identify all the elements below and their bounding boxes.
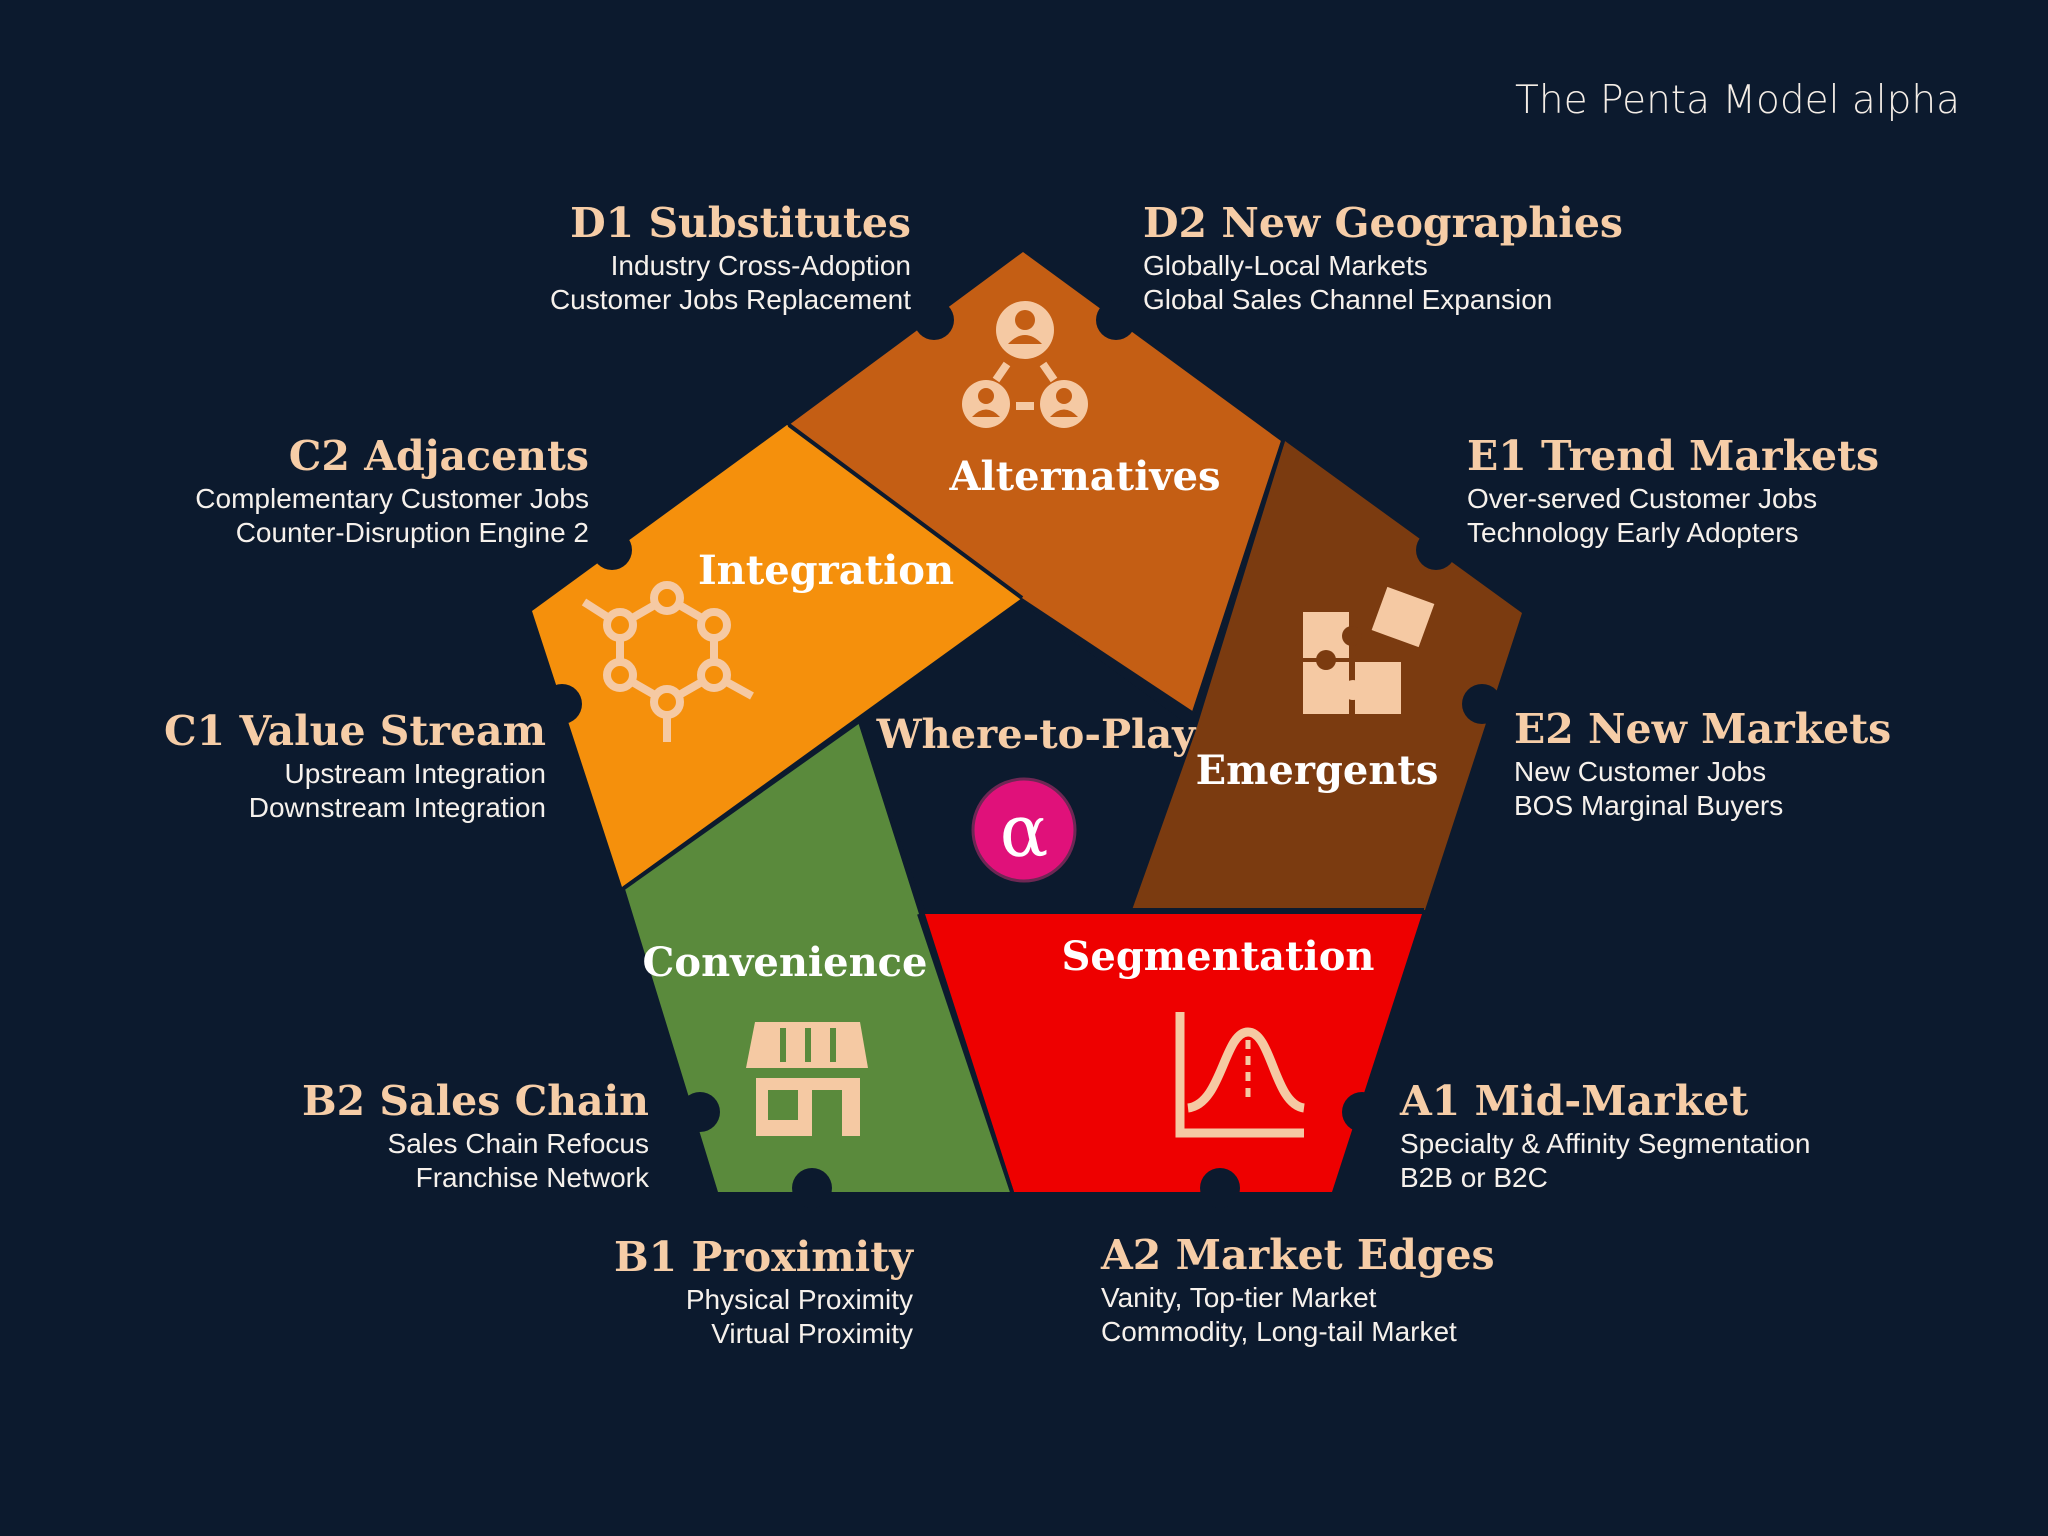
label-a1-heading: A1 Mid-Market [1400, 1077, 1749, 1125]
label-a2-line-2: Commodity, Long-tail Market [1101, 1316, 1457, 1347]
label-e1-line-2: Technology Early Adopters [1467, 517, 1799, 548]
label-a1-line-2: B2B or B2C [1400, 1162, 1548, 1193]
segment-convenience-shape [625, 722, 1010, 1192]
bell-curve-icon [1175, 1012, 1306, 1138]
label-b2: B2 Sales Chain Sales Chain Refocus Franc… [302, 1075, 649, 1195]
label-a2-heading: A2 Market Edges [1101, 1231, 1495, 1279]
label-b2-heading: B2 Sales Chain [301, 1077, 649, 1125]
label-a1: A1 Mid-Market Specialty & Affinity Segme… [1400, 1075, 1810, 1195]
people-network-icon [962, 301, 1088, 428]
label-c1-line-2: Downstream Integration [248, 792, 546, 823]
label-e1-heading: E1 Trend Markets [1467, 432, 1880, 480]
puzzle-icon [1303, 586, 1435, 714]
storefront-icon [746, 1022, 868, 1136]
segment-segmentation[interactable]: Segmentation [925, 914, 1422, 1192]
molecule-icon [581, 581, 754, 742]
label-d1-heading: D1 Substitutes [570, 199, 911, 247]
segment-integration-shape [532, 425, 1022, 887]
segment-alternatives-shape [789, 252, 1281, 712]
label-d1-line-1: Industry Cross-Adoption [610, 250, 911, 281]
label-a2-line-1: Vanity, Top-tier Market [1101, 1282, 1377, 1313]
label-a2: A2 Market Edges Vanity, Top-tier Market … [1101, 1229, 1495, 1349]
segment-convenience[interactable]: Convenience [625, 722, 1010, 1192]
label-c2-line-1: Complementary Customer Jobs [195, 483, 589, 514]
label-d1-line-2: Customer Jobs Replacement [549, 284, 911, 315]
alpha-badge: α [971, 777, 1077, 883]
segment-integration-label: Integration [698, 547, 954, 594]
label-c2-heading: C2 Adjacents [288, 432, 589, 480]
segment-alternatives-label: Alternatives [948, 453, 1220, 500]
page-title: The Penta Model alpha [1515, 78, 1960, 123]
label-c2-line-2: Counter-Disruption Engine 2 [235, 517, 589, 548]
label-e2-line-2: BOS Marginal Buyers [1514, 790, 1784, 821]
label-e2-heading: E2 New Markets [1514, 705, 1892, 753]
label-c2: C2 Adjacents Complementary Customer Jobs… [195, 430, 589, 550]
label-e1-line-1: Over-served Customer Jobs [1467, 483, 1818, 514]
label-a1-line-1: Specialty & Affinity Segmentation [1400, 1128, 1811, 1159]
label-b1: B1 Proximity Physical Proximity Virtual … [614, 1231, 913, 1351]
segment-emergents-label: Emergents [1196, 747, 1439, 794]
label-c1: C1 Value Stream Upstream Integration Dow… [164, 705, 546, 825]
label-e2-line-1: New Customer Jobs [1514, 756, 1767, 787]
segment-alternatives[interactable]: Alternatives [789, 252, 1281, 712]
center-label: Where-to-Play [876, 711, 1198, 758]
label-b1-heading: B1 Proximity [614, 1233, 913, 1281]
label-b2-line-2: Franchise Network [415, 1162, 649, 1193]
label-c1-line-1: Upstream Integration [284, 758, 546, 789]
label-d2-heading: D2 New Geographies [1143, 199, 1623, 247]
label-b2-line-1: Sales Chain Refocus [387, 1128, 649, 1159]
label-b1-line-2: Virtual Proximity [711, 1318, 913, 1349]
center-pentagon [858, 598, 1195, 910]
label-e1: E1 Trend Markets Over-served Customer Jo… [1467, 430, 1879, 550]
segment-integration[interactable]: Integration [532, 425, 1022, 887]
alpha-symbol: α [1000, 789, 1049, 873]
segment-dividers [622, 423, 1424, 1193]
label-d1: D1 Substitutes Industry Cross-Adoption C… [550, 197, 911, 317]
label-d2-line-2: Global Sales Channel Expansion [1143, 284, 1553, 315]
segment-segmentation-shape [925, 914, 1422, 1192]
label-d2-line-1: Globally-Local Markets [1143, 250, 1428, 281]
label-e2: E2 New Markets New Customer Jobs BOS Mar… [1514, 703, 1891, 823]
segment-segmentation-label: Segmentation [1062, 933, 1375, 980]
segment-convenience-label: Convenience [643, 939, 928, 986]
label-d2: D2 New Geographies Globally-Local Market… [1143, 197, 1623, 317]
alpha-badge-circle [971, 777, 1077, 883]
notches [542, 300, 1502, 1208]
label-c1-heading: C1 Value Stream [164, 707, 546, 755]
label-b1-line-1: Physical Proximity [685, 1284, 913, 1315]
